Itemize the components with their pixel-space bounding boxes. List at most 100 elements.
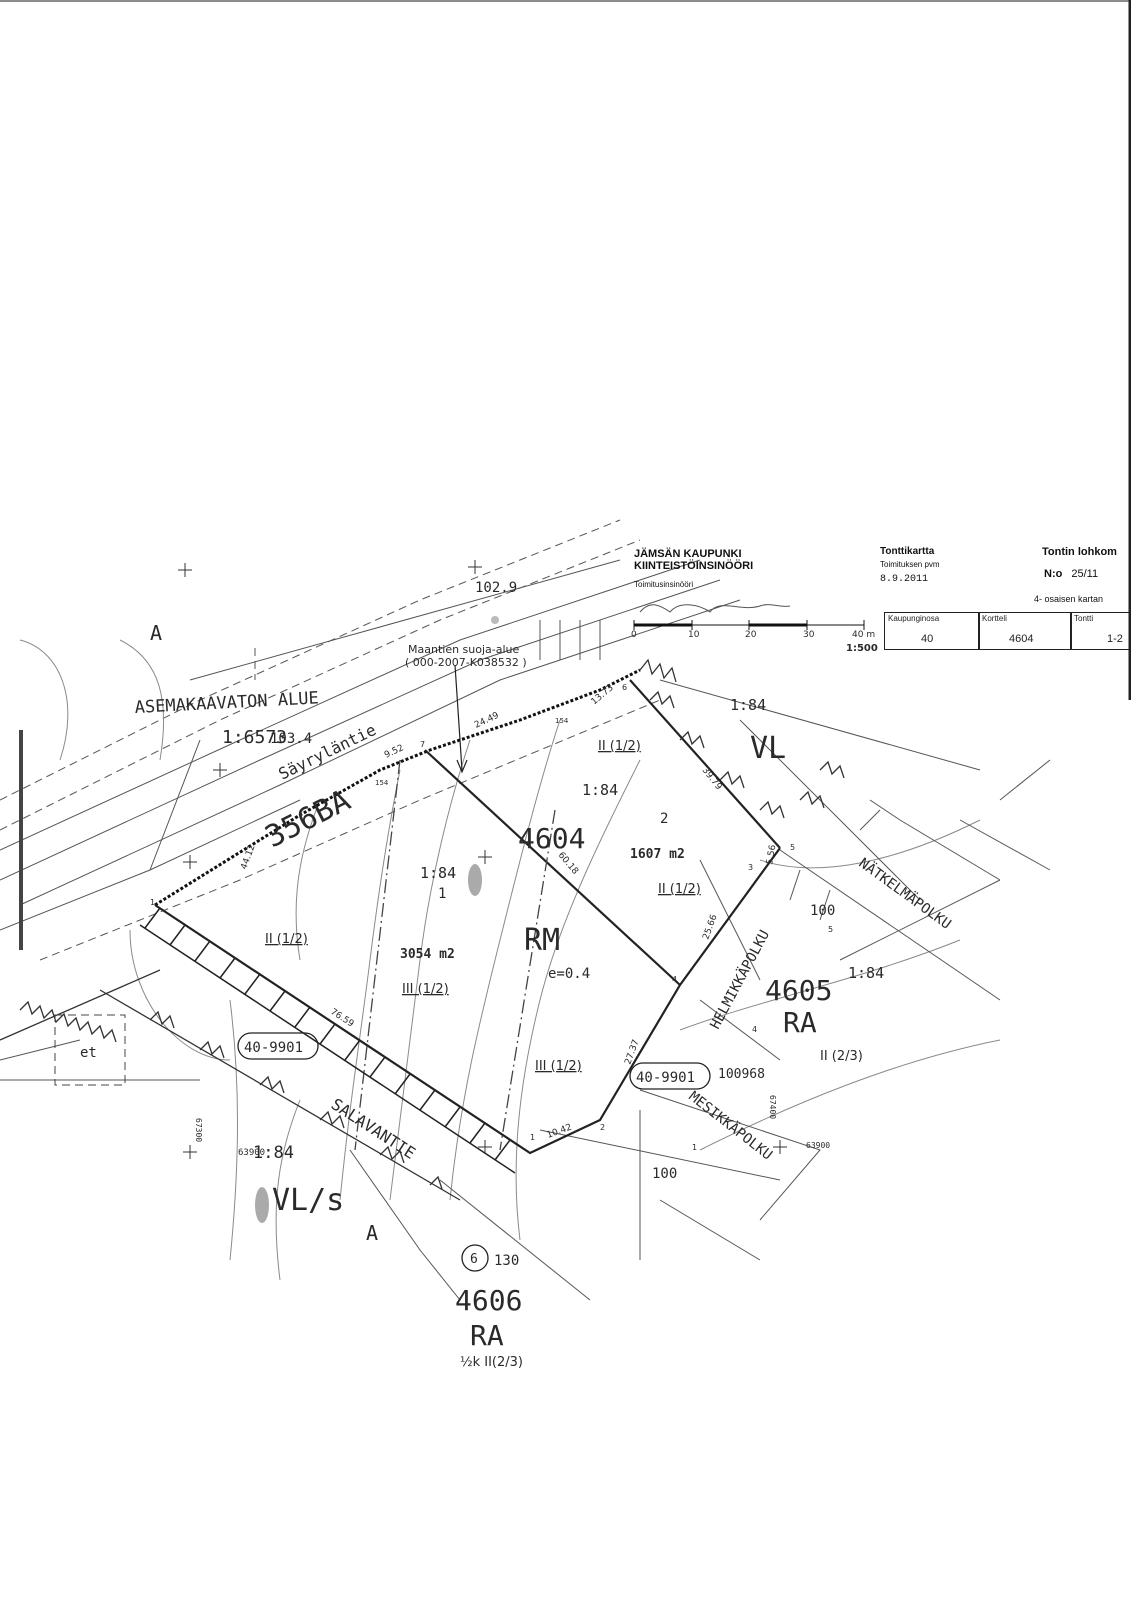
floors-label: II (1/2) <box>658 882 701 897</box>
point-label: 1 <box>692 1143 697 1152</box>
num-label: 100968 <box>718 1067 765 1082</box>
unzoned-code-label: 1:6573 <box>222 727 287 748</box>
scale-tick: 30 <box>803 630 815 640</box>
road-number-label: 356BA <box>260 783 356 855</box>
path-mesikkapolku-label: MESIKKÄPOLKU <box>686 1087 777 1163</box>
letter-label: A <box>366 1221 378 1245</box>
table-header: Kaupunginosa <box>888 614 940 623</box>
path-helmikkapolku-label: HELMIKKÄPOLKU <box>706 927 773 1032</box>
dimension-label: 9.52 <box>383 743 405 761</box>
margin-bar <box>19 730 23 950</box>
block-4606-label: 4606 <box>455 1284 522 1317</box>
dimension-label: 13.73 <box>590 683 616 707</box>
date-label: Toimituksen pvm <box>880 560 940 569</box>
table-header: Kortteli <box>982 614 1007 623</box>
floors-label: II (1/2) <box>265 932 308 947</box>
num-label: 100 <box>810 903 835 919</box>
number-value: 25/11 <box>1071 568 1099 580</box>
table-header: Tontti <box>1074 614 1094 623</box>
road-salavantie-label: SALAVANTIE <box>328 1094 419 1162</box>
num-label: 100 <box>652 1166 677 1182</box>
tree-marker <box>255 1187 269 1223</box>
table-cell-district: Kaupunginosa 40 <box>884 612 980 650</box>
point-label: 5 <box>828 925 833 934</box>
table-cell-plot: Tontti 1-2 <box>1070 612 1131 650</box>
ref-label: 1:84 <box>730 696 766 714</box>
zone-vl-label: VL <box>750 731 786 766</box>
parcel-box <box>237 1032 319 1060</box>
point-label: 3 <box>748 863 753 872</box>
table-value: 40 <box>921 633 934 645</box>
parcel-label: 40-9901 <box>244 1040 303 1056</box>
et-box <box>54 1014 126 1086</box>
road-protection-id: ( 000-2007-K038532 ) <box>405 656 527 669</box>
plot1-number: 1 <box>438 886 446 902</box>
code-label: 63900 <box>238 1148 265 1158</box>
doc-info: Tonttikartta Toimituksen pvm 8.9.2011 <box>880 546 940 585</box>
point-label: 4 <box>752 1025 757 1034</box>
scale-tick: 10 <box>688 630 700 640</box>
ref-label: 1:84 <box>848 964 884 982</box>
doc-type: Tonttikartta <box>880 546 935 557</box>
dimension-label: 154 <box>375 779 389 787</box>
floors-4605-label: II (2/3) <box>820 1049 863 1064</box>
partition-info: Tontin lohkom <box>1042 546 1130 558</box>
arrow-head <box>456 759 468 774</box>
floors-label: III (1/2) <box>402 982 449 997</box>
org-name: JÄMSÄN KAUPUNKI <box>634 548 742 560</box>
unzoned-area-label: ASEMAKAAVATON ALUE <box>134 688 319 718</box>
code-label: 67300 <box>194 1118 203 1142</box>
date-value: 8.9.2011 <box>880 574 929 585</box>
circle-marker <box>461 1244 489 1272</box>
ref-label: 1:84 <box>253 1143 294 1163</box>
plot1-area: 3054 m2 <box>400 947 455 962</box>
zone-rm-label: RM <box>524 923 560 958</box>
elevation-label: 103.4 <box>270 731 312 747</box>
parcel-box <box>629 1062 711 1090</box>
block-4605-label: 4605 <box>765 974 832 1007</box>
code-label: 63900 <box>806 1141 830 1150</box>
plot2-area: 1607 m2 <box>630 847 685 862</box>
table-value: 1-2 <box>1107 633 1123 645</box>
vl-zigzag <box>0 658 845 1201</box>
annotation-arrow <box>454 664 463 771</box>
grid-crosses <box>178 560 787 1159</box>
scale-tick: 40 m <box>852 630 875 640</box>
et-label: et <box>80 1045 97 1061</box>
elevation-label: 102.9 <box>475 580 517 596</box>
number-label: N:o <box>1044 568 1063 580</box>
letter-label: A <box>150 621 162 645</box>
partition-title: Tontin lohkom <box>1042 546 1117 558</box>
dimension-label: 25.66 <box>701 913 719 941</box>
dimension-label: 39.79 <box>700 766 724 793</box>
tree-marker <box>491 616 499 624</box>
point-label: 6 <box>622 683 627 692</box>
hatched-band-salavantie <box>139 904 531 1174</box>
tree-marker <box>468 864 482 896</box>
road-protection-boundary <box>154 668 641 907</box>
contour-lines <box>0 519 1051 1301</box>
signer-role: Toimitusinsinööri <box>634 580 694 589</box>
point-label: 1 <box>150 898 155 907</box>
map-part: 4- osaisen kartan <box>1034 594 1104 604</box>
number-row: N:o 25/11 <box>1044 568 1098 580</box>
org-unit: KIINTEISTÖINSINÖÖRI <box>634 560 754 572</box>
point-label: 2 <box>600 1123 605 1132</box>
signature <box>639 604 791 613</box>
point-label: 4 <box>672 975 677 984</box>
dimension-label: 154 <box>555 717 569 725</box>
plot2-number: 2 <box>660 811 668 827</box>
dimension-label: 44.12 <box>239 843 257 871</box>
zone-efficiency-label: e=0.4 <box>548 966 590 982</box>
point-label: 1 <box>530 1133 535 1142</box>
floors-4606-label: ½k II(2/3) <box>460 1355 523 1370</box>
scale-tick: 0 <box>631 630 637 640</box>
floors-label: III (1/2) <box>535 1059 582 1074</box>
road-protection-label: Maantien suoja-alue <box>408 643 520 656</box>
zone-vls-label: VL/s <box>272 1183 344 1218</box>
point-label: 7 <box>420 740 425 749</box>
ref-label: 1:84 <box>582 781 618 799</box>
point-label: 5 <box>790 843 795 852</box>
code-label: 67400 <box>768 1095 777 1119</box>
